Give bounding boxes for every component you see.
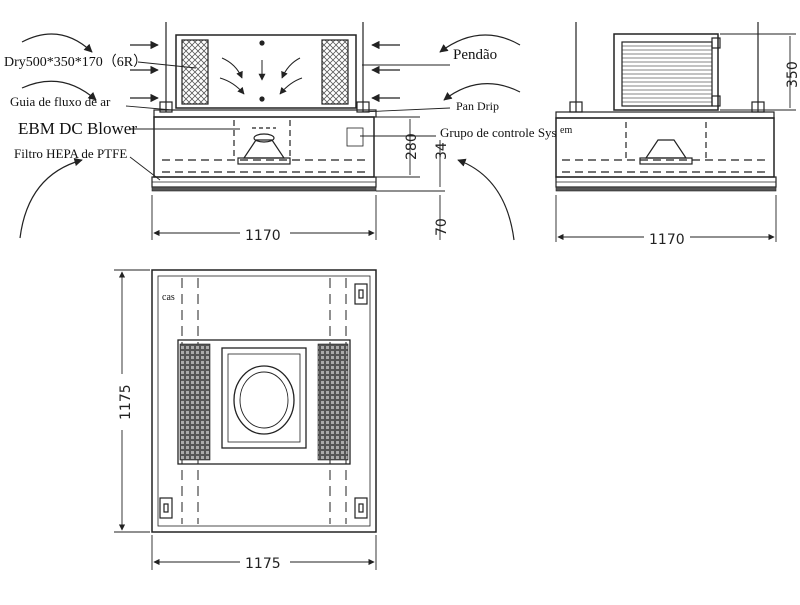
plan-outline bbox=[151, 269, 377, 533]
front-view bbox=[19, 22, 521, 241]
label-control-group-cont: em bbox=[560, 125, 572, 136]
label-drip-pan: Pan Drip bbox=[456, 99, 499, 113]
plan-fan-ring bbox=[233, 365, 295, 435]
dim-text-34: 34 bbox=[434, 142, 450, 160]
dim-text-plan-width: 1175 bbox=[245, 556, 281, 572]
label-top-view-cont: cas bbox=[162, 292, 175, 303]
dim-text-front-width: 1170 bbox=[245, 228, 281, 244]
dim-front-width bbox=[151, 195, 377, 240]
side-housing bbox=[555, 117, 775, 178]
side-coil-grille bbox=[621, 41, 713, 107]
dim-front-heights bbox=[376, 116, 445, 240]
blower bbox=[237, 127, 291, 165]
plan-coil-left bbox=[179, 343, 211, 461]
side-view bbox=[555, 22, 796, 242]
control-box bbox=[346, 127, 364, 147]
leaders bbox=[125, 61, 451, 181]
dim-text-280: 280 bbox=[404, 133, 420, 160]
dim-text-plan-depth: 1175 bbox=[118, 384, 134, 420]
front-labels: Dry500*350*170（6R） Pendão Guia de fluxo … bbox=[4, 47, 557, 244]
dim-text-70: 70 bbox=[434, 218, 450, 236]
mount-tab-tr bbox=[354, 283, 368, 305]
side-coil-box bbox=[613, 33, 719, 111]
dim-text-side-width: 1170 bbox=[649, 232, 685, 248]
plan-view bbox=[114, 269, 377, 570]
inlet-arrows-right bbox=[371, 40, 400, 103]
inlet-arrows-left bbox=[130, 40, 159, 103]
mount-tab-br bbox=[354, 497, 368, 519]
dim-text-350: 350 bbox=[785, 61, 800, 88]
label-dry-coil: Dry500*350*170（6R） bbox=[4, 54, 147, 70]
coil-mesh-right bbox=[321, 39, 349, 105]
label-airflow-guide: Guia de fluxo de ar bbox=[10, 94, 111, 109]
internal-airflow-arrows bbox=[219, 57, 303, 95]
plan-coil-right bbox=[317, 343, 349, 461]
label-pendant: Pendão bbox=[453, 47, 497, 63]
mount-tab-bl bbox=[159, 497, 173, 519]
label-control-group: Grupo de controle Sys bbox=[440, 125, 557, 140]
plan-fan-frame bbox=[221, 347, 307, 449]
dry-coil-box bbox=[175, 34, 357, 109]
ambient-flow-arrows bbox=[19, 33, 521, 241]
drip-pan bbox=[153, 109, 377, 118]
label-blower: EBM DC Blower bbox=[18, 119, 137, 138]
pendant-nut-left bbox=[159, 101, 173, 113]
side-labels: em 1170 350 bbox=[560, 61, 800, 248]
label-hepa-filter: Filtro HEPA de PTFE bbox=[14, 146, 127, 161]
coil-mesh-left bbox=[181, 39, 209, 105]
main-housing bbox=[153, 116, 375, 178]
plan-labels: cas 1175 1175 bbox=[118, 292, 281, 572]
plan-coil-block bbox=[177, 339, 351, 465]
